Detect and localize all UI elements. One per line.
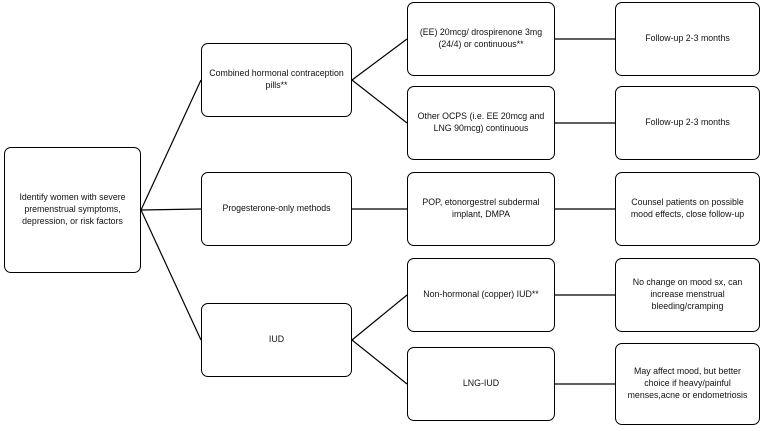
root-label: Identify women with severe premenstrual … <box>19 192 126 226</box>
option-lng-iud-node: LNG-IUD <box>407 347 555 421</box>
outcome-other-ocps-node: Follow-up 2-3 months <box>615 86 760 160</box>
category-iud-label: IUD <box>268 334 285 345</box>
connector-root-coc <box>140 79 202 211</box>
outcome-pop-label: Counsel patients on possible mood effect… <box>630 197 745 219</box>
option-lng-iud-label: LNG-IUD <box>462 378 500 389</box>
option-copper-iud-label: Non-hormonal (copper) IUD** <box>423 289 539 300</box>
connector-iud-lng <box>351 339 408 385</box>
category-progesterone-label: Progesterone-only methods <box>222 203 331 214</box>
option-ee-drospirenone-label: (EE) 20mcg/ drospirenone 3mg (24/4) or c… <box>419 27 543 49</box>
outcome-pop-node: Counsel patients on possible mood effect… <box>615 172 760 246</box>
outcome-other-ocps-label: Follow-up 2-3 months <box>645 117 730 128</box>
outcome-ee-drospirenone-label: Follow-up 2-3 months <box>645 33 730 44</box>
connector-iud-copper <box>351 294 408 341</box>
option-pop-node: POP, etonorgestrel subdermal implant, DM… <box>407 172 555 246</box>
option-other-ocps-node: Other OCPS (i.e. EE 20mcg and LNG 90mcg)… <box>407 86 555 160</box>
connector-coc-ocps <box>351 79 408 124</box>
connector-root-iud <box>140 209 202 341</box>
outcome-lng-iud-node: May affect mood, but better choice if he… <box>615 343 760 425</box>
option-other-ocps-label: Other OCPS (i.e. EE 20mcg and LNG 90mcg)… <box>417 111 545 133</box>
outcome-copper-iud-label: No change on mood sx, can increase menst… <box>632 277 743 311</box>
connector-root-progesterone <box>140 208 202 211</box>
connector-coc-ee <box>351 38 408 81</box>
category-iud-node: IUD <box>201 303 352 377</box>
category-coc-node: Combined hormonal contraception pills** <box>201 43 352 117</box>
category-progesterone-node: Progesterone-only methods <box>201 172 352 246</box>
outcome-copper-iud-node: No change on mood sx, can increase menst… <box>615 258 760 332</box>
option-ee-drospirenone-node: (EE) 20mcg/ drospirenone 3mg (24/4) or c… <box>407 2 555 76</box>
option-pop-label: POP, etonorgestrel subdermal implant, DM… <box>422 197 540 219</box>
option-copper-iud-node: Non-hormonal (copper) IUD** <box>407 258 555 332</box>
root-node: Identify women with severe premenstrual … <box>4 147 141 273</box>
category-coc-label: Combined hormonal contraception pills** <box>209 68 344 90</box>
outcome-lng-iud-label: May affect mood, but better choice if he… <box>627 366 748 400</box>
outcome-ee-drospirenone-node: Follow-up 2-3 months <box>615 2 760 76</box>
